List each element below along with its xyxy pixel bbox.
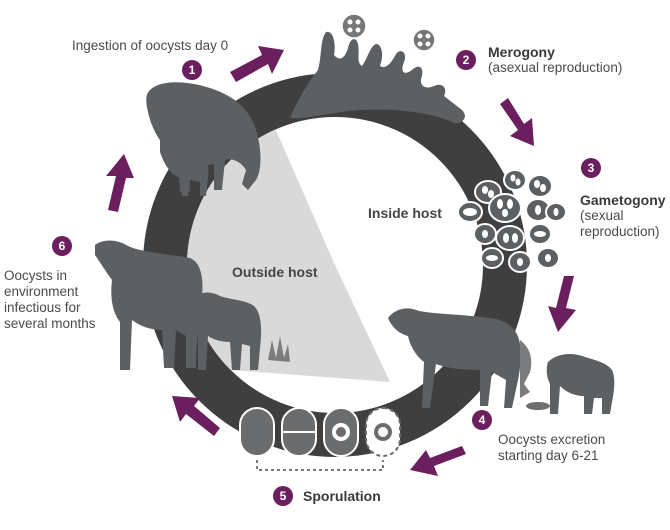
arrow-5-to-6 xyxy=(172,396,220,436)
step-1-label: Ingestion of oocysts day 0 xyxy=(72,38,229,53)
step-2-title: Merogony xyxy=(488,44,555,60)
step-5-label: Sporulation xyxy=(303,488,381,504)
step-2-subtitle: (asexual reproduction) xyxy=(488,60,623,75)
arrow-4-to-5 xyxy=(410,446,466,476)
step-6-badge: 6 xyxy=(52,236,72,256)
step-3-subtitle-line1: (sexual xyxy=(580,208,624,223)
merogony-parasite-cells xyxy=(341,13,436,52)
grazing-cow-and-calf-illustration xyxy=(146,82,261,196)
inside-host-label: Inside host xyxy=(368,205,442,221)
lamb-and-calf-illustration xyxy=(95,240,290,370)
step-2-badge: 2 xyxy=(456,50,476,70)
merogony-villi-illustration xyxy=(290,31,465,124)
step-5-title: Sporulation xyxy=(303,488,381,504)
step-6-line1: Oocysts in xyxy=(4,268,68,283)
step-6-line2: environment xyxy=(4,284,79,299)
arrow-2-to-3 xyxy=(500,98,534,146)
step-3-label: Gametogony (sexual reproduction) xyxy=(580,192,666,240)
gametogony-oocyst-cores xyxy=(463,174,559,266)
step-4-label: Oocysts excretion starting day 6-21 xyxy=(498,432,605,464)
arrow-1-to-2 xyxy=(230,46,284,82)
step-3-title: Gametogony xyxy=(580,192,666,208)
step-2-label: Merogony (asexual reproduction) xyxy=(488,44,622,76)
step-3-badge: 3 xyxy=(581,158,601,178)
step-1-badge: 1 xyxy=(182,60,202,80)
step-5-badge: 5 xyxy=(273,486,293,506)
step-6-line4: several months xyxy=(4,316,96,331)
step-3-subtitle-line2: reproduction) xyxy=(580,224,660,239)
step-4-line2: starting day 6-21 xyxy=(498,448,599,463)
step-6-label: Oocysts in environment infectious for se… xyxy=(4,268,96,332)
outside-host-label: Outside host xyxy=(232,264,318,280)
cycle-arrows xyxy=(106,46,576,476)
sporulation-oocysts-illustration xyxy=(239,407,401,471)
step-6-line3: infectious for xyxy=(4,300,81,315)
step-4-badge: 4 xyxy=(472,410,492,430)
excreting-calf-and-lamb-illustration xyxy=(388,308,615,414)
arrow-6-to-1 xyxy=(106,154,134,212)
step-4-line1: Oocysts excretion xyxy=(498,432,606,447)
arrow-3-to-4 xyxy=(548,276,576,332)
